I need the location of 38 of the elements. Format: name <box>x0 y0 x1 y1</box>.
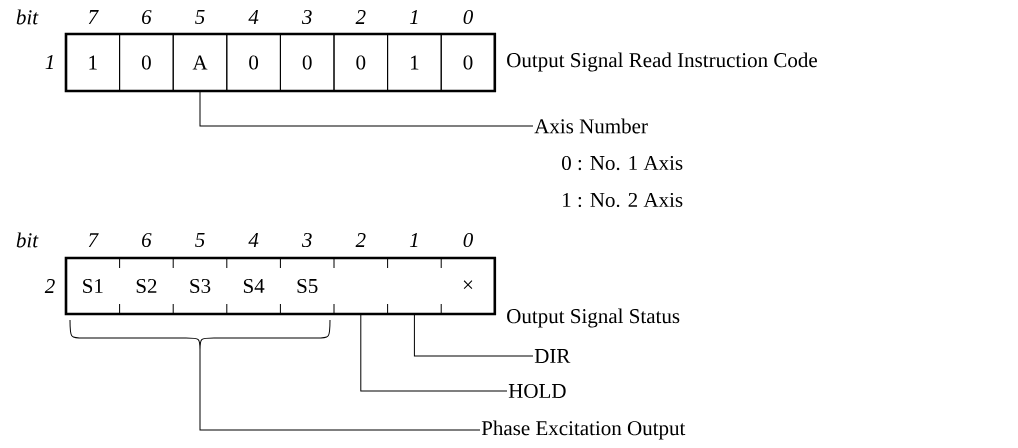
field-name: HOLD <box>508 383 566 399</box>
bit-number: 7 <box>88 233 99 247</box>
field-name: Phase Excitation Output <box>481 420 686 440</box>
leader-line <box>413 313 534 357</box>
bit-value: S3 <box>190 278 211 294</box>
bit-value: × <box>463 280 473 289</box>
row-number: 2 <box>44 279 55 293</box>
bit-number: 5 <box>195 233 205 247</box>
bit-number: 6 <box>142 9 152 25</box>
bit-number: 4 <box>248 233 259 247</box>
bit-number: 2 <box>355 10 366 24</box>
bit-number: 5 <box>195 10 205 24</box>
leader-line <box>360 313 508 392</box>
bit-value: S2 <box>136 278 157 294</box>
field-name: DIR <box>534 349 571 363</box>
field-name: Axis Number <box>534 118 648 134</box>
bit-value: S1 <box>83 278 103 294</box>
bit-label: bit <box>16 9 39 25</box>
bit-number: 2 <box>355 233 366 247</box>
note-text: Output Signal Read Instruction Code <box>507 52 817 72</box>
bit-number: 1 <box>409 233 418 247</box>
bit-label: bit <box>16 232 39 248</box>
bit-number: 7 <box>88 10 99 24</box>
note-text: Output Signal Status <box>507 308 680 328</box>
register-box <box>64 256 497 316</box>
bit-number: 0 <box>463 9 473 25</box>
bit-value: S4 <box>243 278 265 294</box>
leader-line <box>199 349 481 431</box>
bit-value: S5 <box>297 278 318 294</box>
bit-number: 1 <box>409 10 418 24</box>
leader-line <box>199 91 534 127</box>
bit-number: 0 <box>463 232 473 248</box>
note-text: 0 : No. 1 Axis <box>562 155 683 171</box>
bit-number: 3 <box>301 232 312 248</box>
bit-number: 3 <box>301 9 312 25</box>
note-text: 1 : No. 2 Axis <box>563 192 683 208</box>
bit-number: 4 <box>248 10 259 24</box>
bit-number: 6 <box>142 232 152 248</box>
